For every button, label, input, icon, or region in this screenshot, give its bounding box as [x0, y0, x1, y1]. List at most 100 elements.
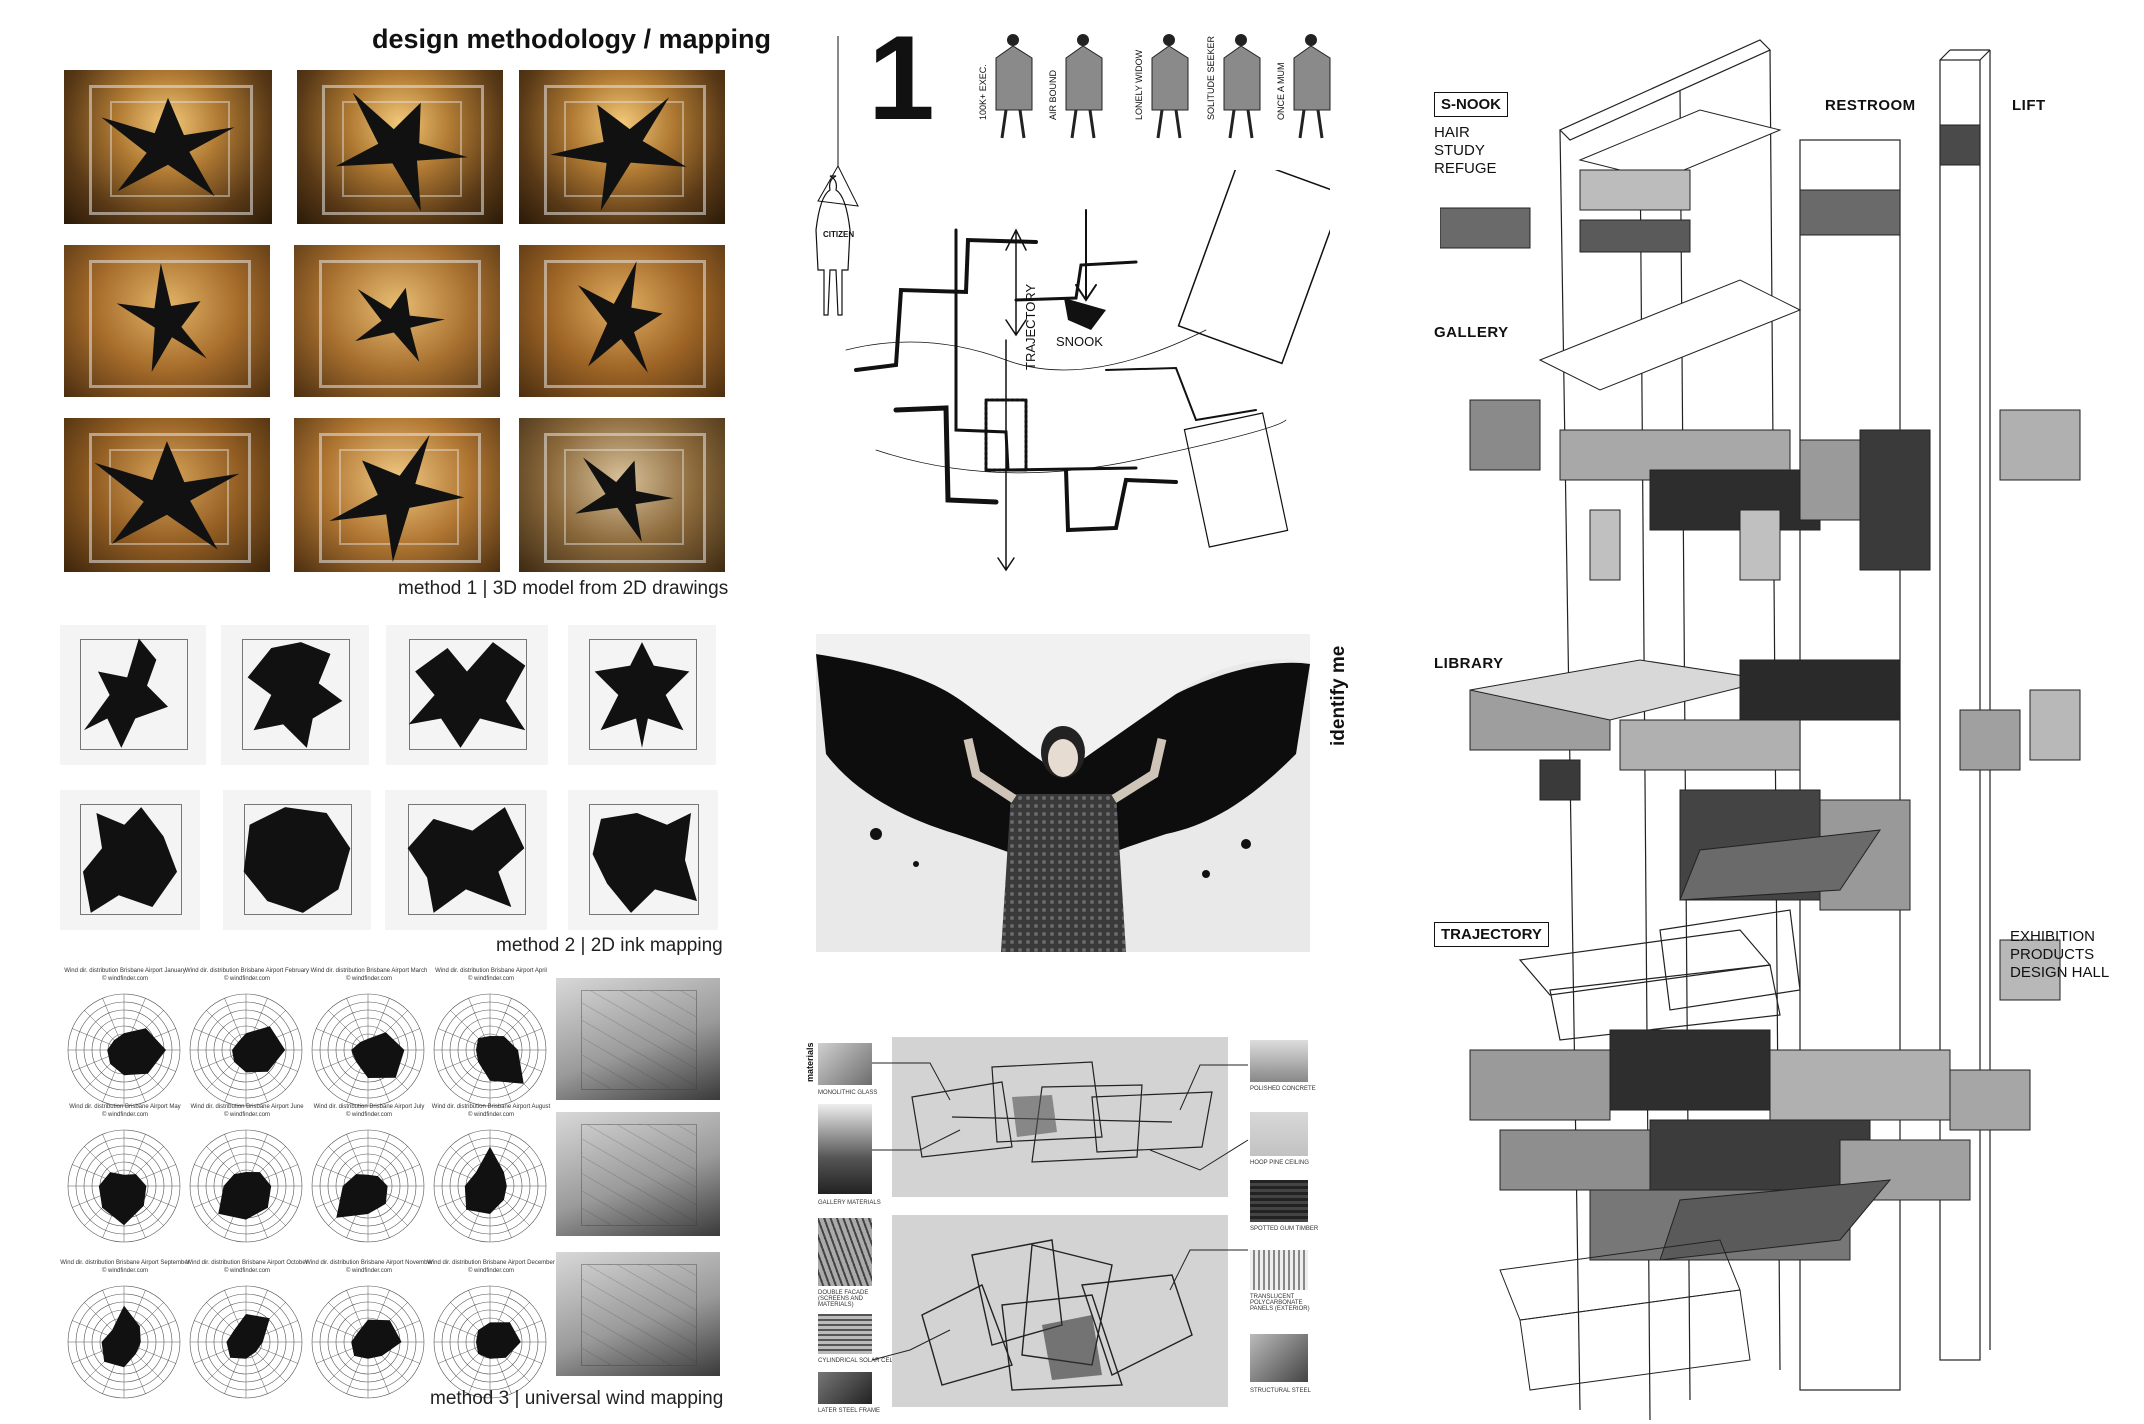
- persona-type-label: ONCE A MUM: [1276, 62, 1286, 120]
- wind-rose-title: Wind dir. distribution Brisbane Airport …: [186, 1260, 308, 1266]
- method3-caption: method 3 | universal wind mapping: [430, 1388, 724, 1409]
- wind-rose-source: © windfinder.com: [223, 1268, 271, 1274]
- material-label: TRANSLUCENT POLYCARBONATE PANELS (EXTERI…: [1250, 1294, 1310, 1312]
- material-diagram-bottom: [892, 1215, 1228, 1407]
- tracing-photo: [556, 1112, 720, 1236]
- wind-rose-title: Wind dir. distribution Brisbane Airport …: [313, 1104, 425, 1110]
- material-label: MONOLITHIC GLASS: [818, 1090, 878, 1096]
- wind-rose-source: © windfinder.com: [345, 976, 393, 982]
- gallery-label: GALLERY: [1434, 324, 1509, 341]
- wind-rose-chart: [189, 1129, 303, 1243]
- persona-type-label: SOLITUDE SEEKER: [1206, 35, 1216, 120]
- ink-blot-image: [386, 625, 548, 765]
- wind-rose-chart: [189, 993, 303, 1107]
- wind-rose-title: Wind dir. distribution Brisbane Airport …: [435, 968, 547, 974]
- wind-rose-chart: [311, 993, 425, 1107]
- tracing-photo: [556, 1252, 720, 1376]
- material-swatch: [818, 1314, 872, 1354]
- model-photo: [294, 418, 500, 572]
- material-swatch: [1250, 1250, 1308, 1290]
- material-swatch: [818, 1043, 872, 1085]
- trajectory-box-label: TRAJECTORY: [1434, 922, 1549, 947]
- wind-rose-chart: [433, 993, 547, 1107]
- lift-label: LIFT: [2012, 97, 2046, 114]
- wind-rose-chart: [433, 1285, 547, 1399]
- exploded-axonometric: [1440, 39, 2081, 1420]
- material-label: DOUBLE FACADE (SCREENS AND MATERIALS): [818, 1290, 869, 1308]
- restroom-label: RESTROOM: [1825, 97, 1916, 114]
- model-photo: [519, 70, 725, 224]
- wind-rose-title: Wind dir. distribution Brisbane Airport …: [431, 1104, 551, 1110]
- wind-rose-chart: [189, 1285, 303, 1399]
- material-swatch: [1250, 1040, 1308, 1082]
- persona-type-label: 100K+ EXEC.: [978, 64, 988, 120]
- snook-box-label: S-NOOK: [1434, 92, 1508, 117]
- material-leader-lines: [871, 1062, 1249, 1361]
- wind-rose-title: Wind dir. distribution Brisbane Airport …: [64, 968, 186, 974]
- wind-rose-title: Wind dir. distribution Brisbane Airport …: [184, 968, 310, 974]
- wind-rose-chart: [67, 993, 181, 1107]
- wind-rose-source: © windfinder.com: [467, 1112, 515, 1118]
- wind-rose-source: © windfinder.com: [345, 1268, 393, 1274]
- material-diagram-top: [892, 1037, 1228, 1197]
- wind-rose-source: © windfinder.com: [101, 1112, 149, 1118]
- method2-caption: method 2 | 2D ink mapping: [496, 935, 723, 956]
- citizen-label: CITIZEN: [823, 230, 855, 239]
- wind-rose-chart: [311, 1129, 425, 1243]
- method1-caption: method 1 | 3D model from 2D drawings: [398, 578, 729, 599]
- material-label: STRUCTURAL STEEL: [1250, 1388, 1311, 1394]
- ink-blot-image: [221, 625, 369, 765]
- persona-figure: [995, 34, 1033, 139]
- identify-label: identify me: [1328, 645, 1349, 746]
- model-photo: [64, 418, 270, 572]
- persona-figure: [1223, 34, 1261, 139]
- snook-list-0: HAIR: [1434, 124, 1470, 141]
- ink-blot-image: [223, 790, 371, 930]
- model-photo: [64, 245, 270, 397]
- persona-number: 1: [868, 11, 935, 145]
- wind-rose-source: © windfinder.com: [101, 976, 149, 982]
- page-title: design methodology / mapping: [372, 24, 772, 54]
- wind-rose-title: Wind dir. distribution Brisbane Airport …: [305, 1260, 433, 1266]
- ink-blot-image: [60, 625, 206, 765]
- wind-rose-chart: [67, 1129, 181, 1243]
- model-photo: [519, 245, 725, 397]
- wind-rose-source: © windfinder.com: [345, 1112, 393, 1118]
- persona-figure: [1293, 34, 1331, 139]
- ink-blot-image: [60, 790, 200, 930]
- library-label: LIBRARY: [1434, 655, 1504, 672]
- wind-rose-chart: [311, 1285, 425, 1399]
- material-swatch: [818, 1372, 872, 1404]
- wind-rose-title: Wind dir. distribution Brisbane Airport …: [60, 1260, 190, 1266]
- material-swatch: [818, 1218, 872, 1286]
- persona-type-label: AIR BOUND: [1048, 69, 1058, 120]
- wind-rose-title: Wind dir. distribution Brisbane Airport …: [310, 968, 428, 974]
- exhibition-list-1: PRODUCTS: [2010, 946, 2095, 963]
- material-label: LATER STEEL FRAME: [818, 1408, 881, 1414]
- wind-rose-title: Wind dir. distribution Brisbane Airport …: [69, 1104, 181, 1110]
- material-label: HOOP PINE CEILING: [1250, 1160, 1309, 1166]
- material-label: GALLERY MATERIALS: [818, 1200, 881, 1206]
- citizen-figure: [815, 36, 859, 316]
- model-photo: [519, 418, 725, 572]
- material-swatch: [1250, 1334, 1308, 1382]
- identify-photo: [816, 634, 1310, 952]
- material-swatch: [818, 1104, 872, 1194]
- ink-blot-image: [568, 790, 718, 930]
- persona-figure: [1065, 34, 1103, 139]
- ink-blot-image: [385, 790, 547, 930]
- materials-heading: materials: [805, 1042, 815, 1082]
- material-label: SPOTTED GUM TIMBER: [1250, 1226, 1319, 1232]
- material-label: POLISHED CONCRETE: [1250, 1086, 1316, 1092]
- snook-list-2: REFUGE: [1434, 160, 1497, 177]
- snook-label: SNOOK: [1056, 334, 1103, 349]
- material-swatch: [1250, 1180, 1308, 1222]
- model-photo: [294, 245, 500, 397]
- wind-rose-source: © windfinder.com: [223, 976, 271, 982]
- wind-rose-title: Wind dir. distribution Brisbane Airport …: [190, 1104, 304, 1110]
- ink-blot-image: [568, 625, 716, 765]
- wind-rose-source: © windfinder.com: [101, 1268, 149, 1274]
- wind-rose-source: © windfinder.com: [467, 1268, 515, 1274]
- exhibition-list-2: DESIGN HALL: [2010, 964, 2110, 981]
- material-swatch: [1250, 1112, 1308, 1156]
